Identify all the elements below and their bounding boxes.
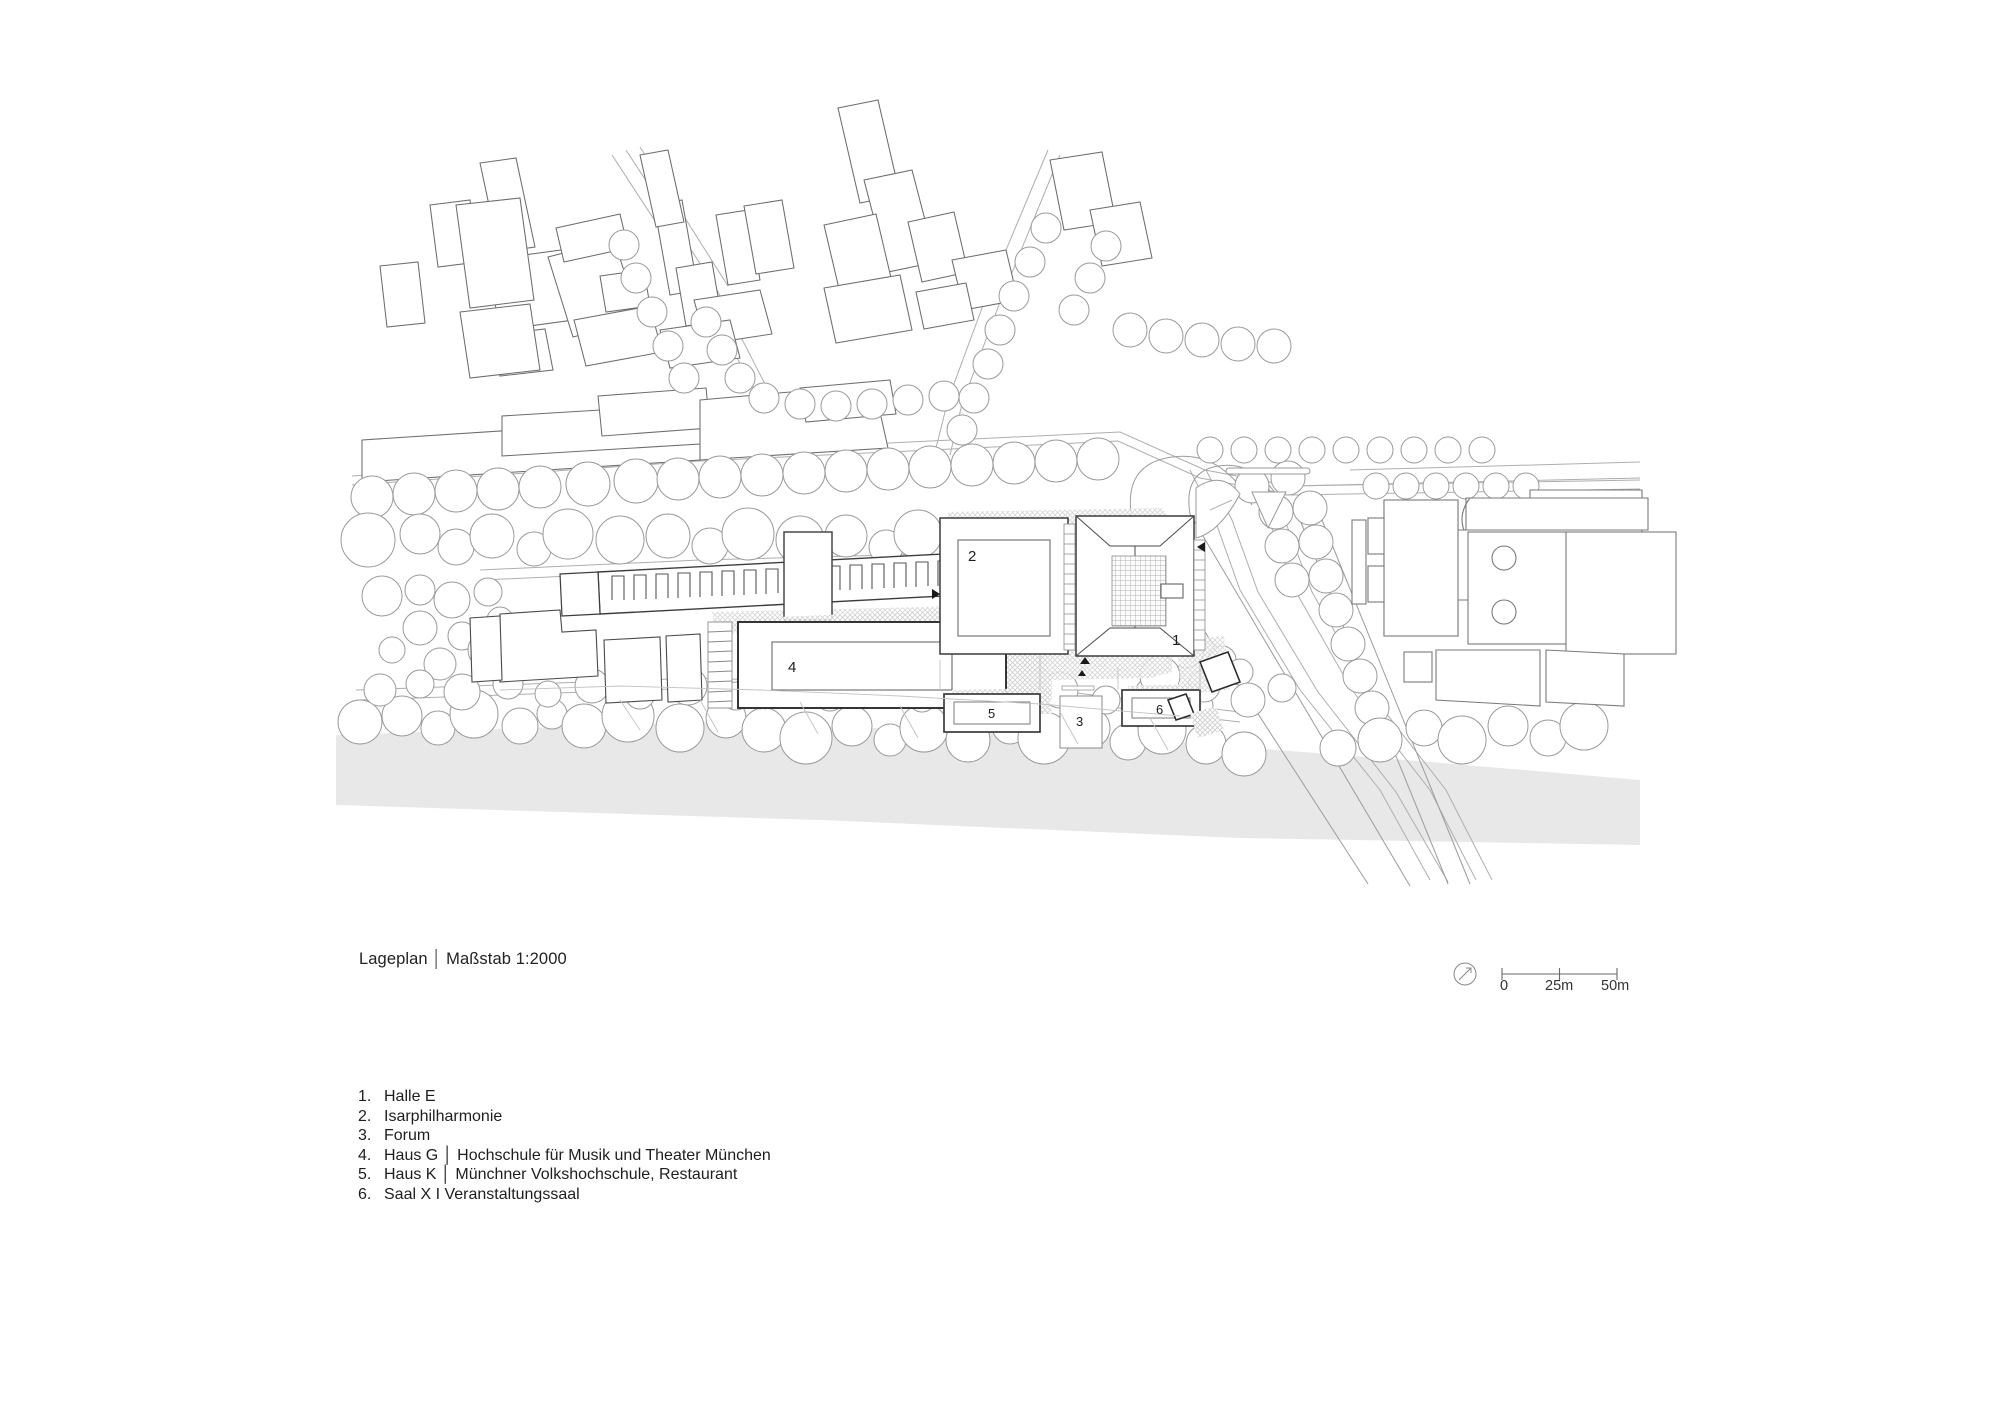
caption-separator: │ bbox=[431, 950, 443, 968]
traffic-islands bbox=[1195, 467, 1311, 539]
plan-label-5: 5 bbox=[988, 706, 995, 721]
legend-label: Saal X I Veranstaltungssaal bbox=[384, 1185, 580, 1203]
plan-label-6: 6 bbox=[1156, 702, 1163, 717]
entrance-arrow-east bbox=[1197, 542, 1205, 552]
legend-item-6: 6. Saal X I Veranstaltungssaal bbox=[358, 1185, 1058, 1205]
legend-item-2: 2. Isarphilharmonie bbox=[358, 1107, 1058, 1127]
plan-label-3: 3 bbox=[1076, 714, 1083, 729]
scale-bar bbox=[1452, 952, 1642, 1010]
building-2-isarphilharmonie[interactable]: 2 bbox=[932, 517, 1069, 655]
scale-tick-0: 0 bbox=[1500, 978, 1509, 994]
ancillary-hatch-east bbox=[1190, 706, 1224, 738]
tree-row-northwest bbox=[608, 229, 960, 422]
plan-label-4: 4 bbox=[788, 659, 796, 676]
building-3-forum[interactable]: 3 bbox=[1059, 670, 1103, 749]
legend-list: 1. Halle E 2. Isarphilharmonie 3. Forum … bbox=[358, 1087, 1058, 1205]
plan-label-1: 1 bbox=[1172, 632, 1180, 649]
tree-row-north-inner bbox=[340, 507, 979, 568]
legend-number: 1. bbox=[358, 1088, 372, 1105]
legend-number: 6. bbox=[358, 1185, 372, 1203]
legend-label: Halle E bbox=[384, 1088, 436, 1105]
legend-number: 2. bbox=[358, 1107, 372, 1125]
caption-scale: Maßstab 1:2000 bbox=[446, 950, 567, 968]
entrance-arrow-west bbox=[932, 589, 940, 599]
legend-number: 3. bbox=[358, 1127, 372, 1145]
tree-rows bbox=[337, 212, 1609, 777]
scale-tick-50: 50m bbox=[1601, 978, 1630, 994]
north-arrow-icon bbox=[1453, 962, 1477, 986]
tree-band-east bbox=[1319, 701, 1609, 767]
river-isar bbox=[336, 722, 1640, 845]
building-5-haus-k[interactable]: 5 bbox=[943, 688, 1052, 733]
legend-label: Haus G │ Hochschule für Musik und Theate… bbox=[384, 1146, 771, 1164]
tree-row-northeast bbox=[946, 212, 1292, 446]
site-plan-drawing: 4 2 1 bbox=[336, 99, 1677, 887]
tree-row-north bbox=[350, 437, 1120, 519]
scale-tick-25: 25m bbox=[1545, 978, 1574, 994]
legend-item-5: 5. Haus K │ Münchner Volkshochschule, Re… bbox=[358, 1165, 1058, 1185]
entrance-arrow-forum bbox=[1078, 670, 1086, 676]
buildings-east-block bbox=[1351, 489, 1677, 707]
caption-title: Lageplan bbox=[359, 950, 428, 968]
ancillary-buildings-east bbox=[1166, 650, 1242, 721]
legend-item-4: 4. Haus G │ Hochschule für Musik und The… bbox=[358, 1146, 1058, 1166]
scale-bar-ruler bbox=[1501, 968, 1618, 980]
legend-item-1: 1. Halle E bbox=[358, 1087, 1058, 1107]
legend-item-3: 3. Forum bbox=[358, 1126, 1058, 1146]
plan-label-2: 2 bbox=[968, 548, 976, 565]
site-paths bbox=[499, 656, 1201, 751]
entrance-arrow-south bbox=[1080, 657, 1090, 664]
urban-buildings-north bbox=[361, 99, 1153, 483]
legend-number: 4. bbox=[358, 1146, 372, 1164]
plan-caption: Lageplan│Maßstab 1:2000 bbox=[359, 950, 567, 969]
legend-number: 5. bbox=[358, 1166, 372, 1184]
legend-label: Haus K │ Münchner Volkshochschule, Resta… bbox=[384, 1166, 738, 1184]
building-1-halle-e[interactable]: 1 bbox=[1063, 515, 1206, 664]
legend-label: Isarphilharmonie bbox=[384, 1107, 503, 1125]
tree-row-east-top bbox=[1196, 436, 1540, 500]
legend-label: Forum bbox=[384, 1127, 431, 1145]
